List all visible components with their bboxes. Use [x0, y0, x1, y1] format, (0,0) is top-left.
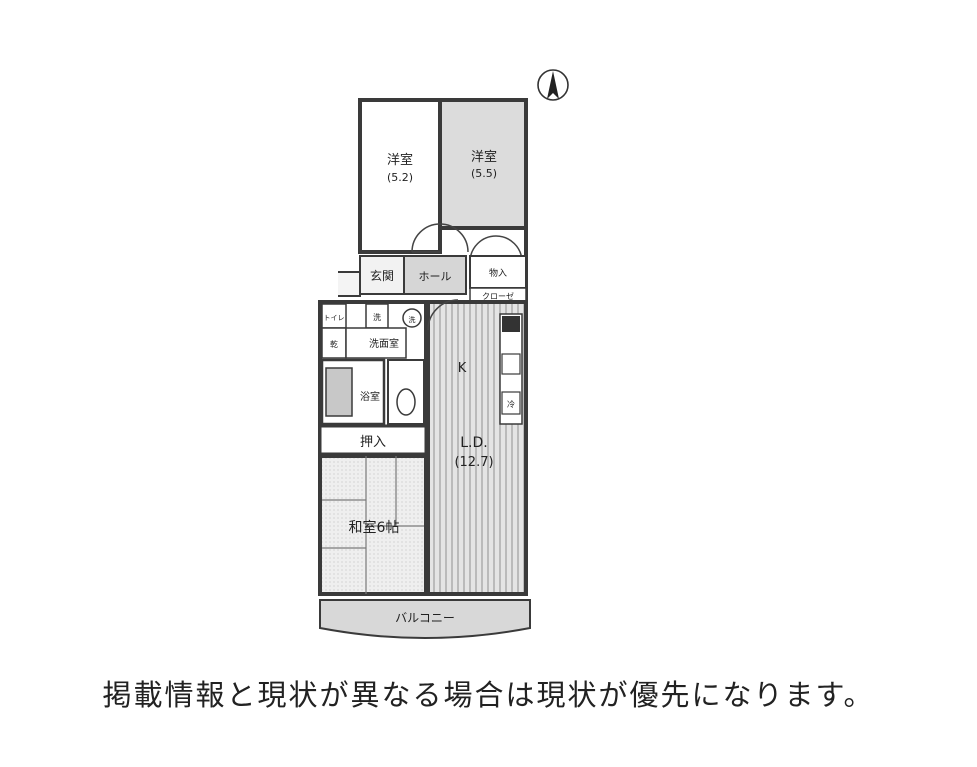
dryer-cell: [321, 327, 347, 359]
western-room-1-name: 洋室: [387, 152, 413, 168]
balcony-label: バルコニー: [395, 611, 455, 625]
entrance-label: 玄関: [370, 268, 394, 283]
stove: [502, 316, 520, 332]
toilet-label: トイレ: [324, 314, 345, 322]
balcony: [319, 599, 531, 639]
dryer-label: 乾: [330, 339, 338, 349]
western-room-2-name: 洋室: [471, 149, 497, 165]
hall-label: ホール: [419, 270, 452, 283]
bathtub: [325, 367, 353, 417]
storage-label: 物入: [489, 267, 507, 279]
floor-plan: 洋室 (5.2) 洋室 (5.5) 玄関 ホール 物入 クローゼ トイレ 乾 洗…: [318, 69, 569, 639]
wash-basin: [402, 308, 422, 328]
north-arrow-icon: [537, 69, 569, 101]
japanese-room-label: 和室6帖: [349, 519, 400, 536]
western-room-2-size: (5.5): [471, 167, 497, 180]
toilet-cell: [321, 303, 347, 329]
bathroom-label: 浴室: [360, 390, 380, 403]
toilet-bowl: [396, 388, 416, 416]
wash-sink-label: 洗: [409, 315, 416, 324]
washroom: [345, 327, 407, 359]
fridge-label: 冷: [507, 399, 515, 409]
ld-name: L.D.: [460, 435, 487, 451]
kitchen-label: K: [458, 361, 467, 376]
sink: [501, 353, 521, 375]
closet-label: クローゼ: [482, 291, 514, 301]
hall: [403, 255, 467, 295]
fridge: [501, 391, 521, 415]
washroom-label: 洗面室: [369, 337, 399, 350]
japanese-room: [318, 454, 428, 596]
ld-size: (12.7): [454, 455, 493, 470]
oshiire-label: 押入: [360, 435, 386, 450]
western-room-1-size: (5.2): [387, 171, 413, 184]
disclaimer-text: 掲載情報と現状が異なる場合は現状が優先になります。: [102, 678, 875, 712]
laundry-label: 洗: [373, 312, 381, 322]
